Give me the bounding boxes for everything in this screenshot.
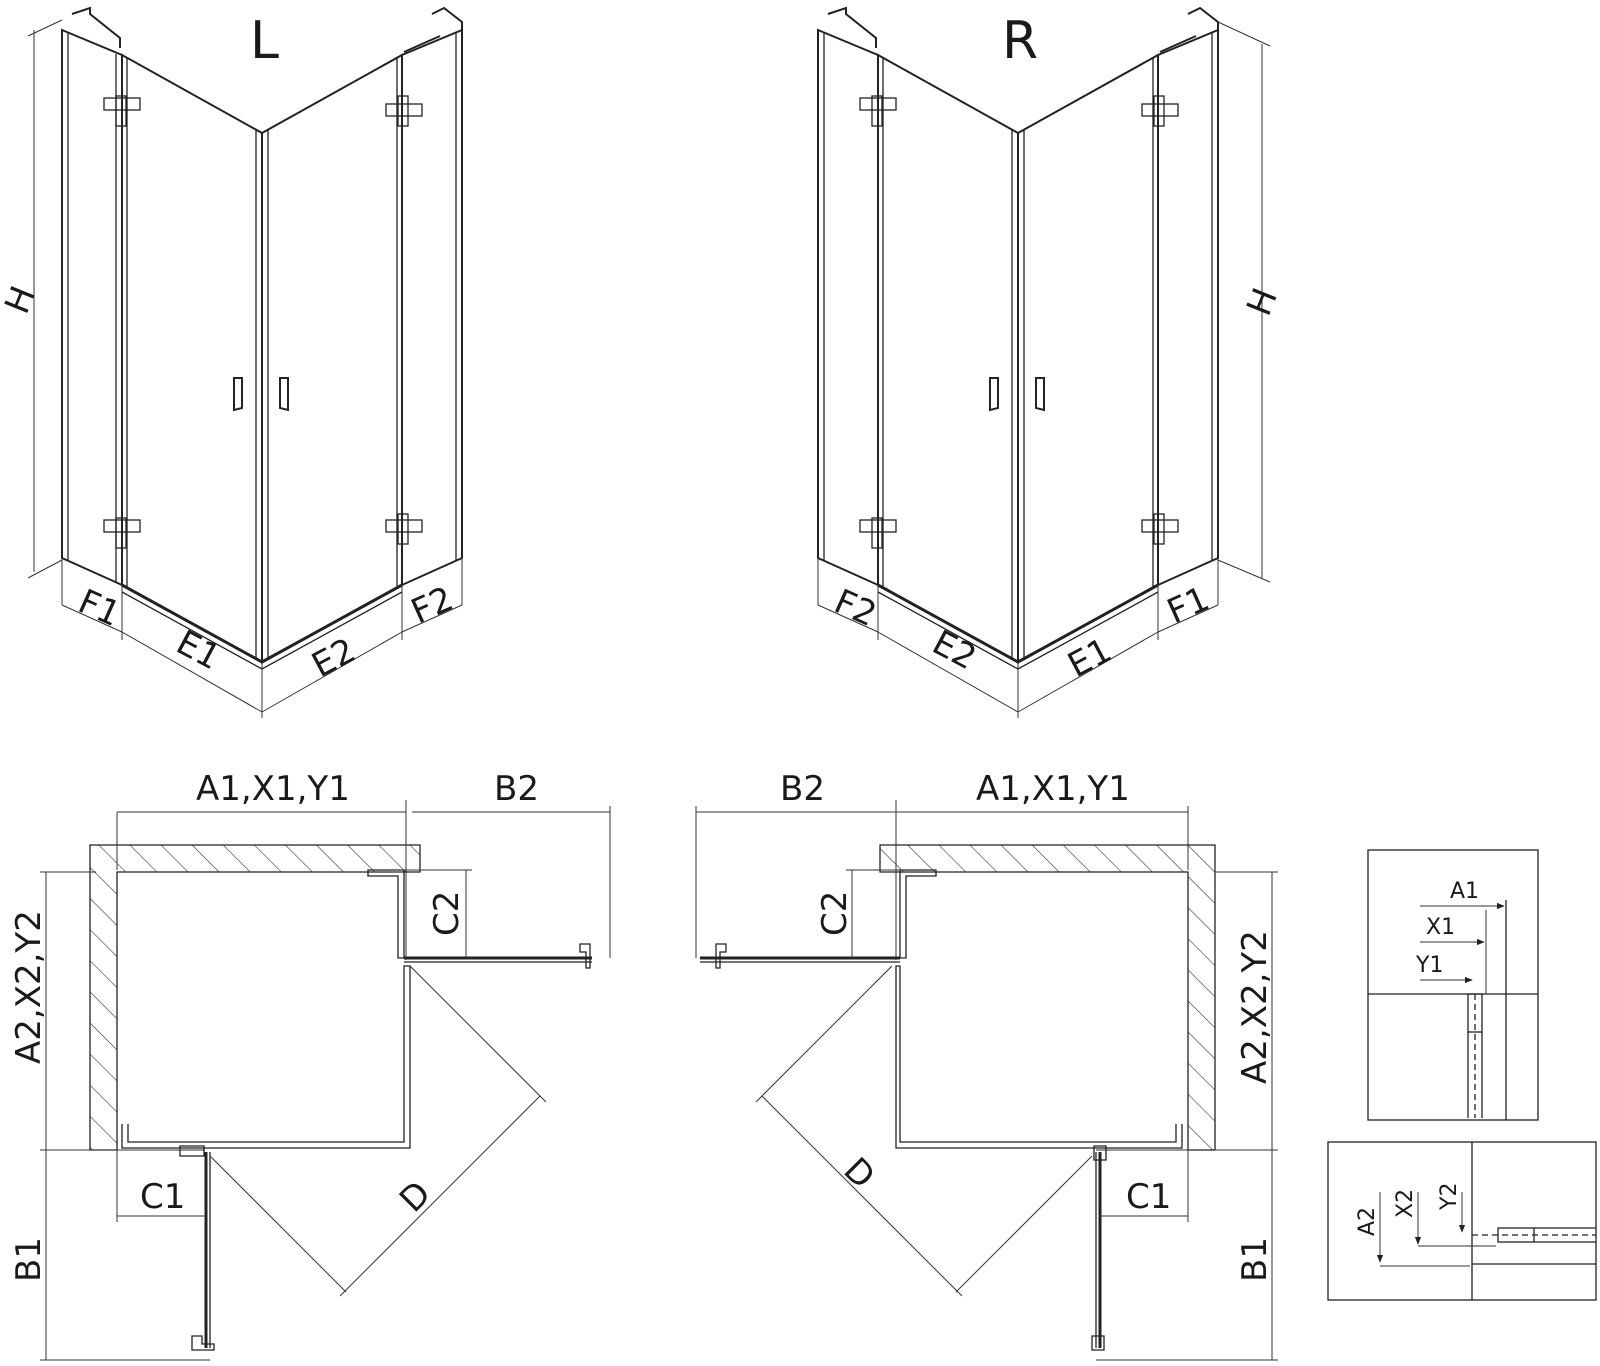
dim-B1-right: B1: [1235, 1237, 1275, 1282]
handle-icon: [989, 377, 1045, 412]
dim-E1-left: E1: [170, 623, 227, 679]
detail-A1: A1: [1450, 879, 1479, 904]
hinge-icon: [859, 95, 1179, 549]
fixed-panel-left: [61, 28, 123, 587]
dim-D-right: D: [836, 1150, 883, 1197]
dim-top-left: A1,X1,Y1: [196, 769, 350, 809]
dim-D-left: D: [392, 1174, 439, 1221]
handle-icon: [233, 377, 289, 412]
fixed-panel-right: [401, 28, 463, 587]
door-left: [121, 53, 263, 664]
detail-Y2: Y2: [1437, 1183, 1462, 1211]
dim-F2-left: F2: [405, 579, 459, 632]
dim-B2-left: B2: [494, 769, 539, 809]
dim-B1-left: B1: [9, 1237, 49, 1282]
hinge-icon: [103, 95, 423, 549]
view-title-right: R: [1002, 11, 1038, 71]
dim-side-left: A2,X2,Y2: [9, 910, 49, 1064]
isometric-view-left: L H: [0, 6, 463, 718]
isometric-view-right: R H: [817, 6, 1286, 718]
dim-C2-right: C2: [815, 891, 855, 936]
detail-X1: X1: [1426, 915, 1455, 940]
dim-C1-left: C1: [140, 1177, 185, 1217]
detail-top: A1 X1 Y1: [1367, 849, 1539, 1121]
dim-F1-left: F1: [72, 582, 126, 635]
plan-view-left: A1,X1,Y1 B2 C2 A2,X2,Y2 B1 C1 D: [9, 769, 611, 1361]
dim-E2-left: E2: [305, 630, 362, 686]
dim-C1-right: C1: [1126, 1177, 1171, 1217]
dim-H-left: H: [0, 281, 44, 320]
detail-A2: A2: [1355, 1207, 1380, 1236]
detail-bottom: A2 X2 Y2: [1327, 1141, 1597, 1301]
dim-C2-left: C2: [427, 891, 467, 936]
detail-Y1: Y1: [1415, 953, 1443, 978]
dim-side-right: A2,X2,Y2: [1235, 930, 1275, 1084]
detail-X2: X2: [1393, 1189, 1418, 1218]
plan-view-right: B2 A1,X1,Y1 C2 A2,X2,Y2 B1 C1 D: [695, 769, 1278, 1361]
dim-B2-right: B2: [780, 769, 825, 809]
dim-E2-right: E2: [926, 623, 983, 679]
dim-H-right: H: [1239, 283, 1286, 322]
dim-F1-right: F1: [1161, 579, 1215, 632]
dim-top-right: A1,X1,Y1: [976, 769, 1130, 809]
door-right: [261, 53, 403, 664]
dim-E1-right: E1: [1061, 630, 1118, 686]
view-title-left: L: [250, 11, 279, 71]
dim-F2-right: F2: [828, 582, 882, 635]
